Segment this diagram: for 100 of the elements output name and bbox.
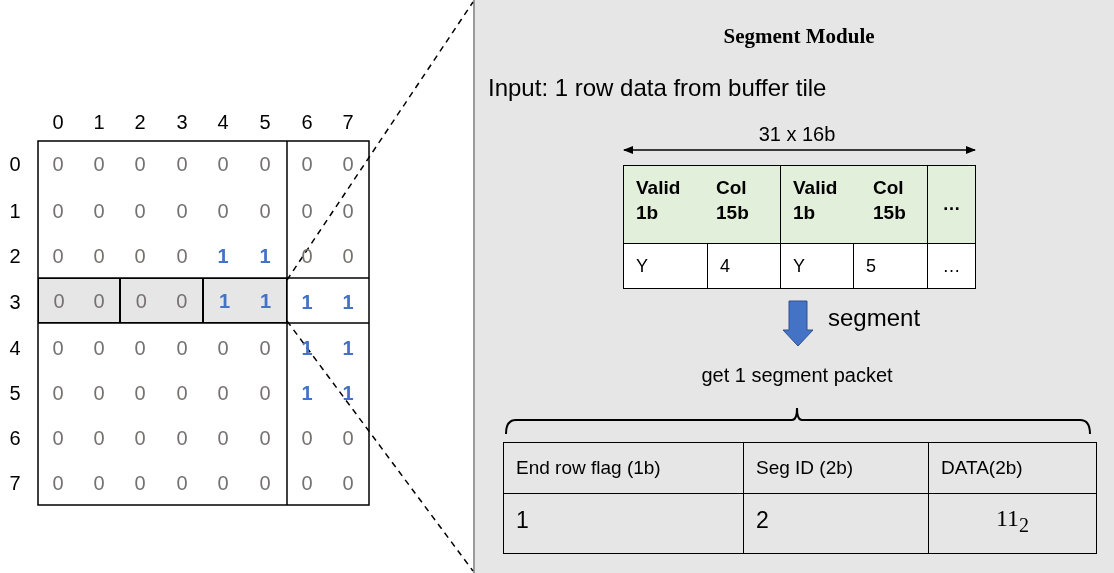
matrix-value: 0 (342, 200, 354, 222)
table-cell: 1 (503, 493, 744, 554)
matrix-value: 0 (176, 337, 188, 359)
matrix-value: 1 (342, 291, 354, 313)
matrix-value: 0 (134, 382, 146, 404)
matrix-value: 0 (52, 472, 64, 494)
column-index: 5 (259, 111, 271, 133)
matrix-value: 0 (93, 290, 105, 311)
arrow-label: segment (828, 304, 921, 332)
matrix-value: 0 (217, 153, 229, 175)
column-index: 4 (217, 111, 229, 133)
matrix-value: 0 (93, 153, 105, 175)
segment-group (120, 278, 203, 323)
matrix-value: 0 (93, 382, 105, 404)
matrix-value: 0 (52, 200, 64, 222)
matrix-value: 0 (259, 427, 271, 449)
matrix-value: 1 (301, 337, 313, 359)
column-index: 1 (93, 111, 105, 133)
matrix-value: 1 (342, 382, 354, 404)
table-cell: … (927, 243, 976, 289)
table-cell: Y (623, 243, 708, 289)
matrix-value: 0 (176, 245, 188, 267)
matrix-value: 0 (176, 290, 188, 311)
matrix-value: 1 (342, 337, 354, 359)
matrix-value: 0 (176, 427, 188, 449)
column-index: 7 (342, 111, 354, 133)
matrix-value: 0 (135, 290, 147, 311)
row-index: 0 (9, 153, 21, 175)
panel-title: Segment Module (723, 23, 875, 49)
table-cell: … (927, 165, 976, 244)
row-index: 5 (9, 382, 21, 404)
matrix-value: 0 (93, 472, 105, 494)
matrix-value: 0 (93, 200, 105, 222)
field-label: Valid 1b (793, 176, 839, 225)
row-index: 7 (9, 472, 21, 494)
matrix-value: 0 (301, 472, 313, 494)
table-cell: DATA(2b) (928, 442, 1097, 494)
matrix-value: 0 (176, 382, 188, 404)
matrix-value: 0 (259, 200, 271, 222)
table-cell: 5 (853, 243, 928, 289)
dimension-label: 31 x 16b (758, 123, 836, 145)
matrix-value: 0 (217, 382, 229, 404)
zoom-line (286, 1, 474, 281)
column-index: 6 (301, 111, 313, 133)
matrix-value: 0 (342, 245, 354, 267)
table-cell: End row flag (1b) (503, 442, 744, 494)
matrix-value: 0 (176, 153, 188, 175)
row-index: 4 (9, 337, 21, 359)
field-label: Col 15b (716, 176, 750, 225)
matrix-value: 0 (301, 200, 313, 222)
matrix-value: 0 (134, 200, 146, 222)
matrix-value: 0 (217, 472, 229, 494)
matrix-value: 0 (134, 153, 146, 175)
matrix-value: 0 (52, 382, 64, 404)
matrix-value: 1 (218, 290, 231, 311)
row-index: 6 (9, 427, 21, 449)
column-index: 2 (134, 111, 146, 133)
field-label: Col 15b (873, 176, 907, 225)
matrix-value: 1 (259, 245, 271, 267)
matrix-value: 0 (52, 153, 64, 175)
row-index: 1 (9, 200, 21, 222)
matrix-value: 0 (176, 472, 188, 494)
matrix-value: 0 (259, 382, 271, 404)
matrix-value: 0 (217, 427, 229, 449)
matrix-value: 0 (52, 337, 64, 359)
matrix-value: 0 (134, 337, 146, 359)
matrix-value: 0 (134, 245, 146, 267)
field-label: Valid 1b (636, 176, 682, 225)
table-cell: 4 (707, 243, 781, 289)
matrix-value: 0 (259, 337, 271, 359)
matrix-value: 0 (93, 337, 105, 359)
matrix-value: 0 (176, 200, 188, 222)
matrix-value: 0 (52, 245, 64, 267)
column-index: 3 (176, 111, 188, 133)
segment-group (38, 278, 120, 323)
table-cell: Y (780, 243, 854, 289)
matrix-value: 0 (93, 245, 105, 267)
packet-caption: get 1 segment packet (701, 364, 893, 386)
matrix-value: 0 (259, 153, 271, 175)
row-index: 3 (9, 291, 21, 313)
matrix-value: 0 (301, 427, 313, 449)
matrix-value: 0 (342, 472, 354, 494)
row-index: 2 (9, 245, 21, 267)
matrix-value: 1 (301, 291, 313, 313)
matrix-value: 1 (301, 382, 313, 404)
matrix-value: 0 (134, 472, 146, 494)
zoom-line (286, 320, 474, 572)
matrix-value: 0 (217, 337, 229, 359)
matrix-value: 0 (52, 427, 64, 449)
matrix-value: 0 (53, 290, 65, 311)
matrix-value: 0 (342, 153, 354, 175)
column-index: 0 (52, 111, 64, 133)
matrix-value: 0 (259, 472, 271, 494)
input-description: Input: 1 row data from buffer tile (488, 74, 827, 102)
segment-group (203, 278, 287, 323)
matrix-value: 0 (342, 427, 354, 449)
matrix-value: 0 (93, 427, 105, 449)
matrix-value: 1 (217, 245, 229, 267)
matrix-value: 1 (259, 290, 272, 311)
matrix-value: 0 (134, 427, 146, 449)
